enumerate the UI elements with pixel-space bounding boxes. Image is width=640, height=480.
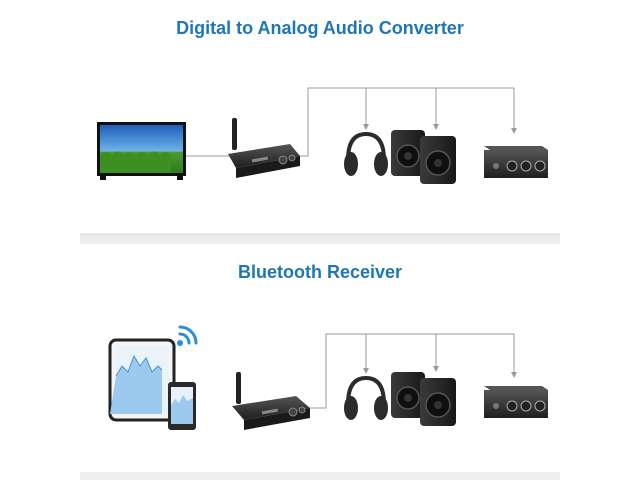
converter-panel: [80, 0, 560, 234]
audio-converter-icon: [228, 118, 300, 178]
phone-icon: [168, 382, 196, 430]
amplifier-icon: [484, 146, 548, 178]
wire-arrows-bottom: [363, 366, 517, 378]
speakers-icon: [391, 130, 456, 184]
bluetooth-signal-icon: [177, 325, 198, 346]
section-title-bluetooth: Bluetooth Receiver: [237, 262, 403, 282]
section-divider: [80, 233, 560, 244]
speakers-icon-bottom: [391, 372, 456, 426]
audio-converter-icon-bottom: [232, 372, 310, 430]
amplifier-icon-bottom: [484, 386, 548, 418]
wire-arrows-top: [363, 124, 517, 134]
bottom-strip: [80, 472, 560, 480]
wires-top: [186, 87, 515, 157]
tv-icon: [97, 122, 186, 180]
section-title-converter: Digital to Analog Audio Converter: [176, 18, 464, 38]
headphones-icon-bottom: [344, 375, 388, 420]
headphones-icon: [344, 131, 388, 176]
tablet-icon: [108, 338, 176, 422]
wires-bottom: [310, 333, 515, 409]
